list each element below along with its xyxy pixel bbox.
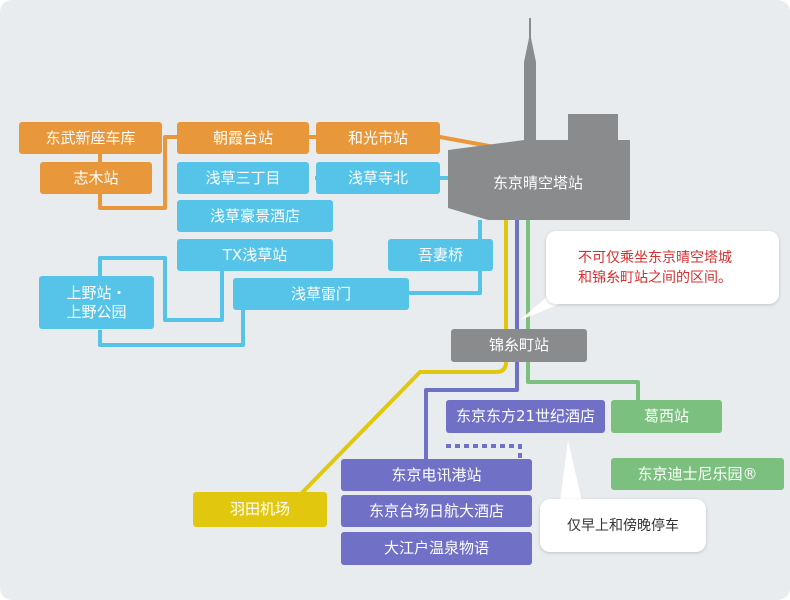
stop-shiki[interactable]: 志木站 [40,162,152,194]
green-route-line [526,220,640,402]
note-tail-bottom [560,440,582,502]
orange-route-line [98,135,501,210]
stop-asakusa-kaminarimon[interactable]: 浅草雷门 [233,278,409,310]
stop-oedo-onsen[interactable]: 大江户温泉物语 [341,532,532,565]
stop-asakadai[interactable]: 朝霞台站 [177,122,309,154]
note-no-ride-section: 不可仅乘坐东京晴空塔城 和锦糸町站之间的区间。 [546,231,779,304]
stop-kasai[interactable]: 葛西站 [611,400,722,433]
stop-asakusa-hotel[interactable]: 浅草豪景酒店 [177,200,333,232]
blue-route-line-left [98,295,245,347]
stop-haneda[interactable]: 羽田机场 [193,492,327,527]
stop-tokyo-east21[interactable]: 东京东方21世纪酒店 [446,400,605,433]
stop-tokyo-disney[interactable]: 东京迪士尼乐园® [611,458,784,490]
blue-route-line-loop [98,240,224,322]
note-no-ride-line2: 和锦糸町站之间的区间。 [578,269,732,286]
tower-station-shape [448,18,630,220]
stop-ueno-line1: 上野站・ [66,283,127,302]
note-morning-evening-only: 仅早上和傍晚停车 [540,499,706,552]
stop-kinshicho[interactable]: 锦糸町站 [451,329,587,362]
note-no-ride-line1: 不可仅乘坐东京晴空塔城 [578,249,732,266]
stop-tobu-depot[interactable]: 东武新座车库 [19,122,162,154]
stop-wakoshi[interactable]: 和光市站 [316,122,440,154]
stop-asakusa-terakita[interactable]: 浅草寺北 [316,162,440,194]
yellow-route-line [293,220,508,502]
stop-ueno-line2: 上野公园 [66,302,127,321]
stop-asakusa-3chome[interactable]: 浅草三丁目 [177,162,309,194]
stop-telecom-center[interactable]: 东京电讯港站 [341,459,532,491]
stop-ueno[interactable]: 上野站・ 上野公园 [39,276,154,329]
stop-tx-asakusa[interactable]: TX浅草站 [177,239,333,271]
note-morning-evening-text: 仅早上和傍晚停车 [567,517,679,534]
stop-daiba-hotel[interactable]: 东京台场日航大酒店 [341,495,532,527]
tower-station-label: 东京晴空塔站 [493,174,584,192]
stop-azumabashi[interactable]: 吾妻桥 [388,239,493,271]
